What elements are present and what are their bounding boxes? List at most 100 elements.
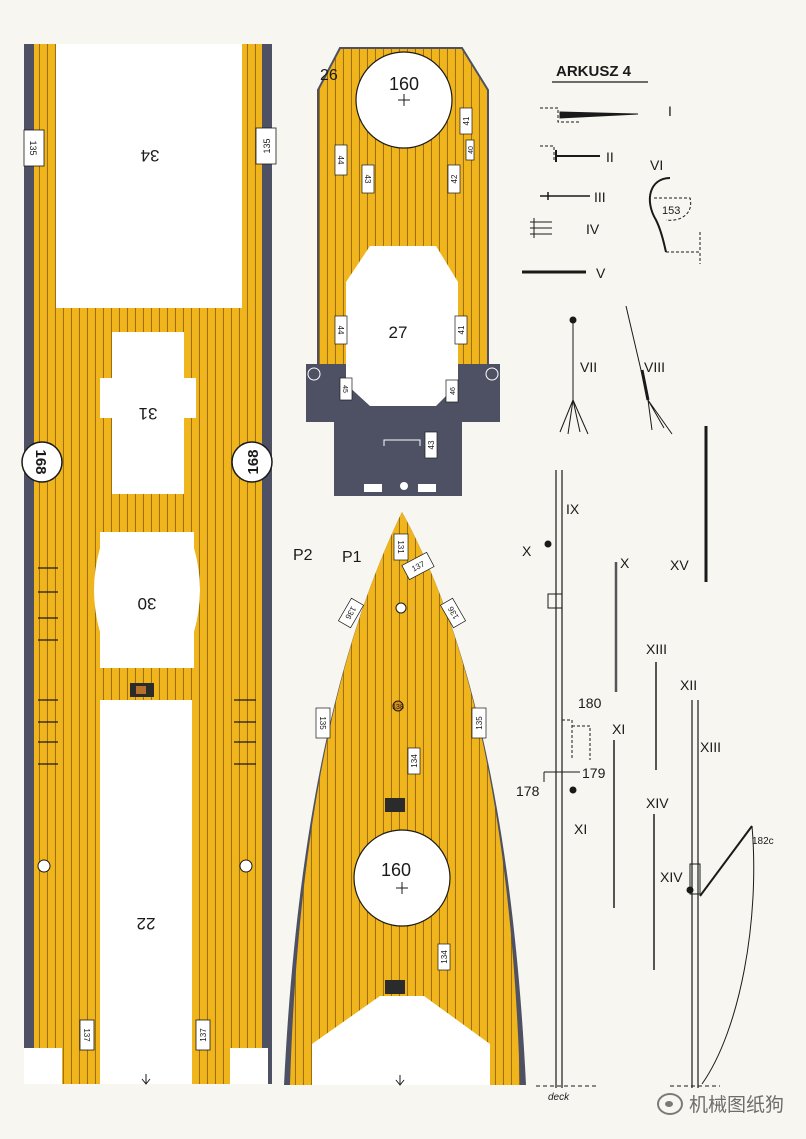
label-135-right: 135 — [262, 138, 272, 153]
hatch-inner — [136, 686, 146, 694]
bow-hatch-2 — [385, 980, 405, 994]
cutout-31 — [100, 332, 196, 494]
label-p1: P1 — [342, 549, 362, 566]
label-deck-note: deck — [548, 1092, 570, 1103]
label-X-a: X — [522, 543, 532, 559]
watermark: 机械图纸狗 — [656, 1090, 784, 1117]
bow-rear-cutout — [312, 996, 490, 1085]
label-178: 178 — [516, 783, 540, 799]
label-180: 180 — [578, 695, 602, 711]
bow-hatch-1 — [385, 798, 405, 812]
label-153: 153 — [662, 205, 680, 217]
arrow-down-bow-icon — [395, 1075, 405, 1086]
bow-deck-part: P2 P1 131 137 136 136 135 135 138 134 13… — [284, 512, 526, 1086]
cutout-30 — [94, 532, 200, 668]
tag-136-right-box — [439, 597, 467, 629]
label-26: 26 — [320, 67, 338, 84]
label-134-a: 134 — [410, 754, 419, 768]
label-II: II — [606, 149, 614, 165]
tag-41-a-box — [459, 107, 473, 135]
boom-arm — [699, 825, 753, 897]
label-VIII: VIII — [644, 359, 665, 375]
hole-left — [37, 859, 51, 873]
part-VI-dash — [654, 197, 692, 221]
mast-XII-band — [689, 863, 701, 895]
bracket-mark — [383, 439, 421, 446]
corner-hole-right — [485, 367, 499, 381]
base-hole — [400, 482, 408, 490]
part-II-shape — [555, 150, 600, 162]
label-182c: 182c — [752, 836, 774, 847]
part-I-dash — [540, 107, 580, 123]
tag-45-box — [339, 377, 353, 401]
label-44-a: 44 — [336, 156, 345, 165]
tag-43-a-box — [361, 164, 375, 194]
sheet-title: ARKUSZ 4 — [556, 63, 632, 80]
tag-46-box — [445, 379, 459, 403]
circle-168-right — [231, 441, 273, 483]
part-VI-hook — [648, 177, 671, 253]
label-22: 22 — [137, 914, 156, 933]
corner-right — [230, 1048, 268, 1084]
label-137-left: 137 — [82, 1028, 91, 1042]
tag-44-b-box — [334, 315, 348, 345]
label-30: 30 — [138, 594, 157, 613]
tag-43-b-box — [424, 431, 438, 459]
label-137-right: 137 — [199, 1028, 208, 1042]
tag-135-right-box — [255, 127, 277, 165]
label-I: I — [668, 103, 672, 119]
corner-hole-left — [307, 367, 321, 381]
side-marks — [38, 567, 256, 765]
label-44-b: 44 — [336, 326, 345, 335]
label-IV: IV — [586, 221, 600, 237]
tag-131-box — [393, 533, 409, 561]
label-XII: XII — [680, 677, 697, 693]
label-138: 138 — [392, 704, 404, 711]
tag-42-box — [447, 164, 461, 194]
label-42: 42 — [450, 174, 459, 183]
part-XIV-dot — [686, 886, 694, 894]
tag-40-box — [465, 139, 475, 161]
base-tab-left — [364, 484, 382, 492]
sail-curve — [701, 825, 755, 1085]
tag-135-bow-right-box — [471, 707, 487, 739]
label-V: V — [596, 265, 606, 281]
label-XIV-a: XIV — [646, 795, 669, 811]
label-27: 27 — [389, 323, 408, 342]
label-41-b: 41 — [457, 325, 466, 334]
cutout-27 — [346, 246, 458, 406]
tag-44-a-box — [334, 144, 348, 176]
mast-IX-band — [547, 593, 563, 609]
tag-135-bow-left-box — [315, 707, 331, 739]
crosshair-bow-icon — [396, 882, 408, 894]
part-180-dash — [562, 719, 591, 760]
label-34: 34 — [141, 146, 160, 165]
label-p2: P2 — [293, 547, 313, 564]
part-178-line — [543, 771, 580, 782]
cutout-22 — [100, 700, 192, 1084]
label-43-b: 43 — [427, 440, 436, 449]
hole-right — [239, 859, 253, 873]
label-46: 46 — [450, 387, 457, 395]
bow-hole-1 — [395, 602, 407, 614]
label-VII: VII — [580, 359, 597, 375]
label-X-b: X — [620, 555, 630, 571]
label-135-bow-right: 135 — [475, 716, 484, 730]
label-XV: XV — [670, 557, 689, 573]
label-135-bow-left: 135 — [318, 716, 327, 730]
label-131: 131 — [396, 540, 405, 554]
label-XIII-b: XIII — [700, 739, 721, 755]
part-VII-shape — [559, 320, 589, 435]
tag-137-left-box — [79, 1019, 95, 1051]
label-43-a: 43 — [363, 175, 372, 184]
label-160-top: 160 — [389, 74, 419, 94]
tag-137-bow-box — [401, 551, 435, 581]
label-XI-a: XI — [574, 821, 587, 837]
tag-136-left-box — [337, 597, 365, 629]
cutout-34 — [56, 44, 242, 308]
label-31: 31 — [139, 404, 158, 423]
label-XIII-a: XIII — [646, 641, 667, 657]
part-I-shape — [559, 111, 639, 119]
corner-left — [24, 1048, 62, 1084]
